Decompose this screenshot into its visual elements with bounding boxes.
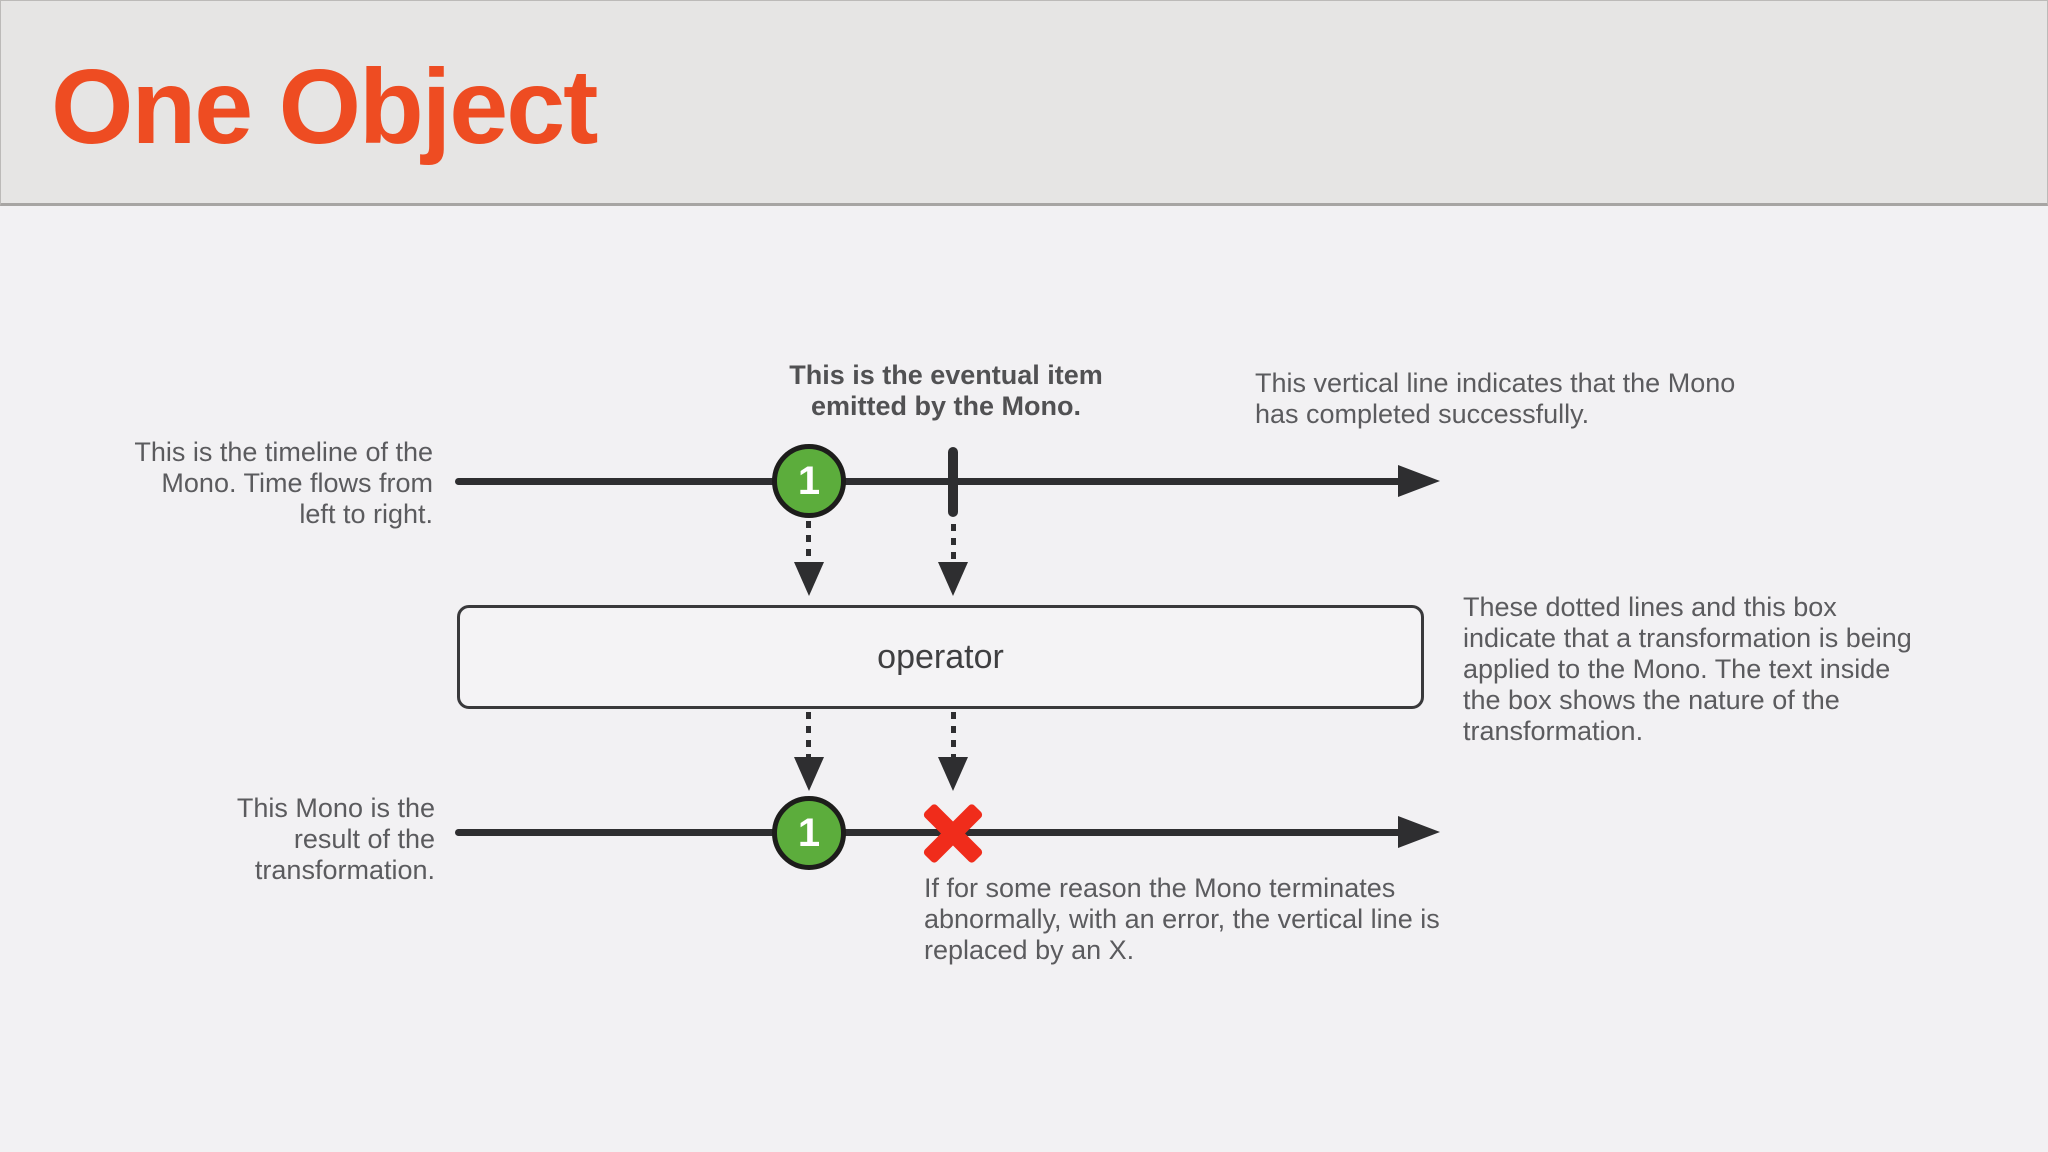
dashed-arrow-bottom-left	[806, 712, 811, 757]
dashed-arrow-bottom-left-head-icon	[794, 757, 824, 791]
dashed-arrow-bottom-right	[951, 712, 956, 757]
operator-label: operator	[877, 637, 1004, 676]
timeline-1-arrowhead-icon	[1398, 465, 1440, 497]
annotation-error: If for some reason the Mono terminates a…	[924, 873, 1440, 965]
dashed-arrow-top-left	[806, 521, 811, 563]
marble-1-value: 1	[797, 458, 821, 503]
item-marble-1: 1	[772, 444, 846, 518]
timeline-2-arrowhead-icon	[1398, 816, 1440, 848]
mono-timeline-2	[455, 829, 1405, 836]
annotation-result: This Mono is the result of the transform…	[236, 793, 435, 885]
operator-box: operator	[457, 605, 1424, 709]
annotation-transformation: These dotted lines and this box indicate…	[1463, 592, 1912, 746]
dashed-arrow-top-right	[951, 524, 956, 563]
dashed-arrow-top-left-head-icon	[794, 562, 824, 596]
complete-marker	[948, 447, 958, 517]
annotation-completed: This vertical line indicates that the Mo…	[1255, 368, 1736, 429]
annotation-timeline: This is the timeline of the Mono. Time f…	[134, 437, 433, 529]
dashed-arrow-top-right-head-icon	[938, 562, 968, 596]
item-marble-2: 1	[772, 796, 846, 870]
dashed-arrow-bottom-right-head-icon	[938, 757, 968, 791]
mono-timeline-1	[455, 478, 1405, 485]
page-title: One Object	[51, 48, 598, 166]
error-x-icon	[918, 798, 988, 868]
annotation-eventual-item: This is the eventual item emitted by the…	[789, 360, 1103, 421]
marble-2-value: 1	[797, 810, 821, 855]
header-bar: One Object	[0, 0, 2048, 206]
